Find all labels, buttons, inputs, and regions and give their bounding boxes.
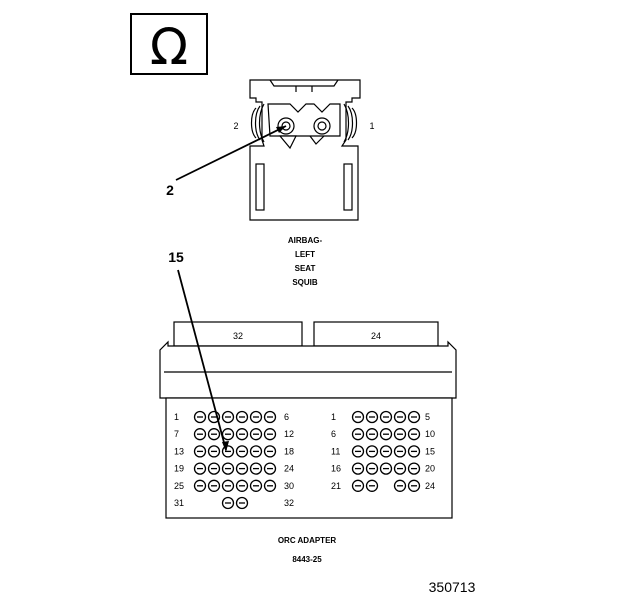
- right-row-end-label: 10: [425, 429, 435, 439]
- left-row-end-label: 6: [284, 412, 289, 422]
- adapter-tab-right-label: 24: [371, 331, 381, 341]
- adapter-part-number: 8443-25: [292, 555, 322, 564]
- connector-name-line-3: SEAT: [295, 264, 316, 273]
- right-row-end-label: 5: [425, 412, 430, 422]
- adapter-left-pin-block: 1 6 7 12 13 18 19 24 25 30 31 32: [174, 410, 294, 510]
- adapter-tab-left-label: 32: [233, 331, 243, 341]
- squib-connector: [249, 79, 361, 221]
- callout-2-label: 2: [166, 182, 174, 198]
- connector-name-line-1: AIRBAG-: [288, 236, 323, 245]
- left-row-start-label: 13: [174, 446, 184, 456]
- left-row-end-label: 24: [284, 464, 294, 474]
- left-row-end-label: 30: [284, 481, 294, 491]
- right-row-end-label: 15: [425, 446, 435, 456]
- left-row-end-label: 12: [284, 429, 294, 439]
- left-row-end-label: 32: [284, 498, 294, 508]
- callout-2-leader: [175, 125, 287, 181]
- right-row-start-label: 11: [331, 446, 340, 456]
- figure-id: 350713: [429, 579, 476, 595]
- left-row-start-label: 25: [174, 481, 184, 491]
- squib-pin-1-label: 1: [369, 121, 374, 131]
- right-row-start-label: 21: [331, 481, 341, 491]
- left-row-end-label: 18: [284, 446, 294, 456]
- left-row-start-label: 7: [174, 429, 179, 439]
- right-row-start-label: 16: [331, 464, 341, 474]
- left-row-start-label: 19: [174, 464, 184, 474]
- right-row-start-label: 1: [331, 412, 336, 422]
- connector-name-line-4: SQUIB: [292, 278, 318, 287]
- callout-15-label: 15: [168, 249, 184, 265]
- connector-name-line-2: LEFT: [295, 250, 315, 259]
- right-row-end-label: 20: [425, 464, 435, 474]
- right-row-start-label: 6: [331, 429, 336, 439]
- ohm-symbol-box: Ω: [130, 13, 208, 76]
- right-row-end-label: 24: [425, 481, 435, 491]
- ohm-symbol-icon: Ω: [150, 18, 188, 76]
- left-row-start-label: 1: [174, 412, 179, 422]
- left-row-start-label: 31: [174, 498, 184, 508]
- squib-pin-2-label: 2: [233, 121, 238, 131]
- callout-15-leader: [177, 269, 229, 452]
- adapter-name: ORC ADAPTER: [278, 536, 337, 545]
